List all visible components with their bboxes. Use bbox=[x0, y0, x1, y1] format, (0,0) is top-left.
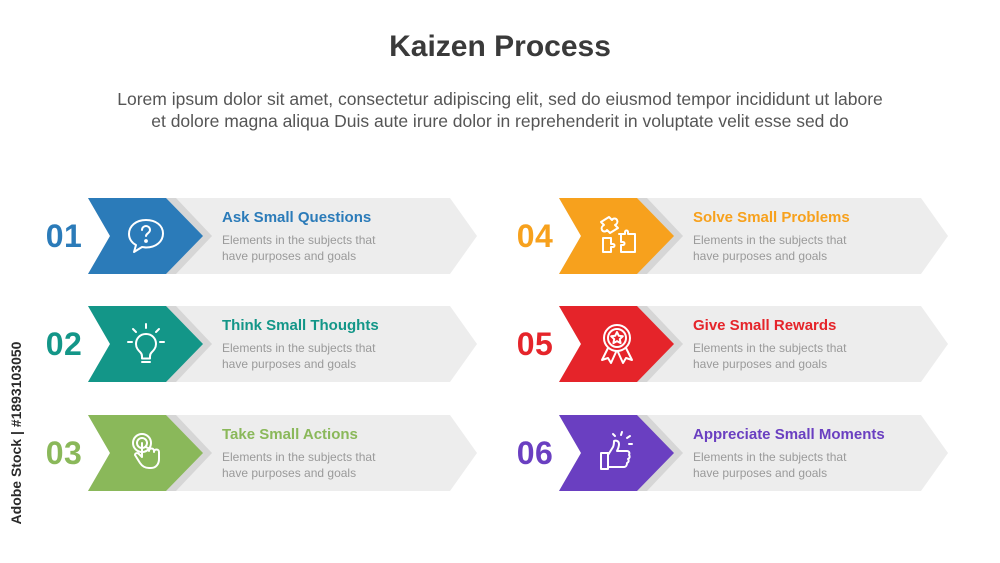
grey-banner-arrow bbox=[174, 198, 477, 274]
step-arrow-shape bbox=[88, 415, 477, 491]
hand-pointer-icon bbox=[122, 429, 170, 477]
step-title: Appreciate Small Moments bbox=[693, 426, 885, 443]
step-description-line-1: Elements in the subjects that bbox=[693, 233, 847, 247]
step-number: 05 bbox=[516, 326, 554, 362]
step-arrow-shape bbox=[88, 306, 477, 382]
step-description-line-2: have purposes and goals bbox=[222, 466, 357, 480]
grey-banner-arrow bbox=[645, 415, 948, 491]
puzzle-icon bbox=[593, 212, 641, 260]
step-number: 06 bbox=[516, 435, 554, 471]
grey-banner-arrow bbox=[645, 198, 948, 274]
step-description-line-2: have purposes and goals bbox=[222, 357, 357, 371]
page-subtitle: Lorem ipsum dolor sit amet, consectetur … bbox=[30, 88, 970, 132]
step-description-line-1: Elements in the subjects that bbox=[222, 450, 376, 464]
colored-chevron bbox=[559, 415, 674, 491]
step-description-line-1: Elements in the subjects that bbox=[693, 341, 847, 355]
step-number: 04 bbox=[516, 218, 554, 254]
lightbulb-icon bbox=[122, 320, 170, 368]
award-badge-icon bbox=[593, 320, 641, 368]
step-description-line-1: Elements in the subjects that bbox=[693, 450, 847, 464]
step-description: Elements in the subjects that have purpos… bbox=[693, 340, 893, 372]
step-title: Think Small Thoughts bbox=[222, 317, 379, 334]
step-number: 03 bbox=[45, 435, 83, 471]
colored-chevron bbox=[88, 415, 203, 491]
step-description: Elements in the subjects that have purpos… bbox=[222, 232, 422, 264]
step-description: Elements in the subjects that have purpos… bbox=[222, 449, 422, 481]
page-title: Kaizen Process bbox=[389, 30, 611, 63]
colored-chevron bbox=[559, 306, 674, 382]
step-title: Solve Small Problems bbox=[693, 209, 850, 226]
step-description-line-2: have purposes and goals bbox=[222, 249, 357, 263]
step-description-line-2: have purposes and goals bbox=[693, 249, 828, 263]
grey-banner-arrow bbox=[174, 306, 477, 382]
step-description: Elements in the subjects that have purpos… bbox=[693, 449, 893, 481]
subtitle-line-1: Lorem ipsum dolor sit amet, consectetur … bbox=[117, 89, 883, 109]
subtitle-line-2: et dolore magna aliqua Duis aute irure d… bbox=[151, 111, 849, 131]
step-description: Elements in the subjects that have purpos… bbox=[222, 340, 422, 372]
question-bubble-icon bbox=[122, 212, 170, 260]
thumbs-up-icon bbox=[593, 429, 641, 477]
step-number: 01 bbox=[45, 218, 83, 254]
step-description-line-1: Elements in the subjects that bbox=[222, 233, 376, 247]
grey-banner-arrow bbox=[174, 415, 477, 491]
step-number: 02 bbox=[45, 326, 83, 362]
step-arrow-shape bbox=[88, 198, 477, 274]
step-description-line-1: Elements in the subjects that bbox=[222, 341, 376, 355]
grey-banner-arrow bbox=[645, 306, 948, 382]
step-description: Elements in the subjects that have purpos… bbox=[693, 232, 893, 264]
step-title: Give Small Rewards bbox=[693, 317, 837, 334]
step-description-line-2: have purposes and goals bbox=[693, 357, 828, 371]
step-title: Ask Small Questions bbox=[222, 209, 372, 226]
colored-chevron bbox=[88, 306, 203, 382]
step-description-line-2: have purposes and goals bbox=[693, 466, 828, 480]
step-arrow-shape bbox=[559, 415, 948, 491]
watermark-text: Adobe Stock | #1893103050 bbox=[8, 341, 24, 525]
colored-chevron bbox=[559, 198, 674, 274]
step-title: Take Small Actions bbox=[222, 426, 358, 443]
